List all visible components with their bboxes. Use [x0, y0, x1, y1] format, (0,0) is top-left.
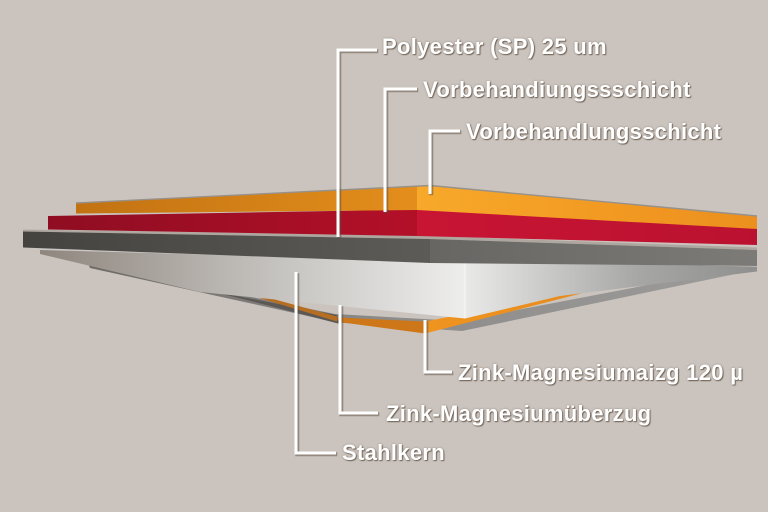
layer-red-face-right	[417, 209, 757, 245]
label-pretreatment-mid: Vorbehandlungsschicht	[466, 119, 722, 144]
layer-orange-top-face-left	[76, 186, 417, 214]
layer-steel-core-face-right	[465, 261, 757, 319]
leader-line-steel-core	[294, 272, 336, 455]
leader-line-zinc-120	[423, 320, 452, 374]
layer-orange-top-face-right	[417, 185, 757, 229]
layer-zinc-bottom-band	[88, 263, 757, 331]
leader-lines	[294, 48, 462, 457]
label-zinc-magnesium: Zink-Magnesiumüberzug	[386, 401, 652, 426]
layer-steel-core-face-left	[40, 250, 465, 319]
layer-orange-bottom-face-left	[337, 317, 425, 334]
layer-gray-face-left	[23, 231, 430, 263]
leader-line-pretreatment-top	[383, 87, 417, 212]
layer-gray-top-sliver	[23, 229, 757, 250]
label-pretreatment-top: Vorbehandiungssschicht	[423, 77, 691, 102]
label-zinc-magnesium-120: Zink-Magnesiumaizg 120 µ	[458, 360, 744, 385]
label-steel-core: Stahlkern	[342, 440, 445, 465]
leader-line-polyester	[336, 48, 377, 237]
layer-gray-face-right	[430, 239, 757, 266]
leader-line-pretreatment-mid	[428, 129, 460, 194]
label-polyester: Polyester (SP) 25 um	[382, 34, 607, 59]
leader-line-zinc-mid	[338, 305, 378, 415]
layer-red-face-left	[48, 209, 417, 236]
